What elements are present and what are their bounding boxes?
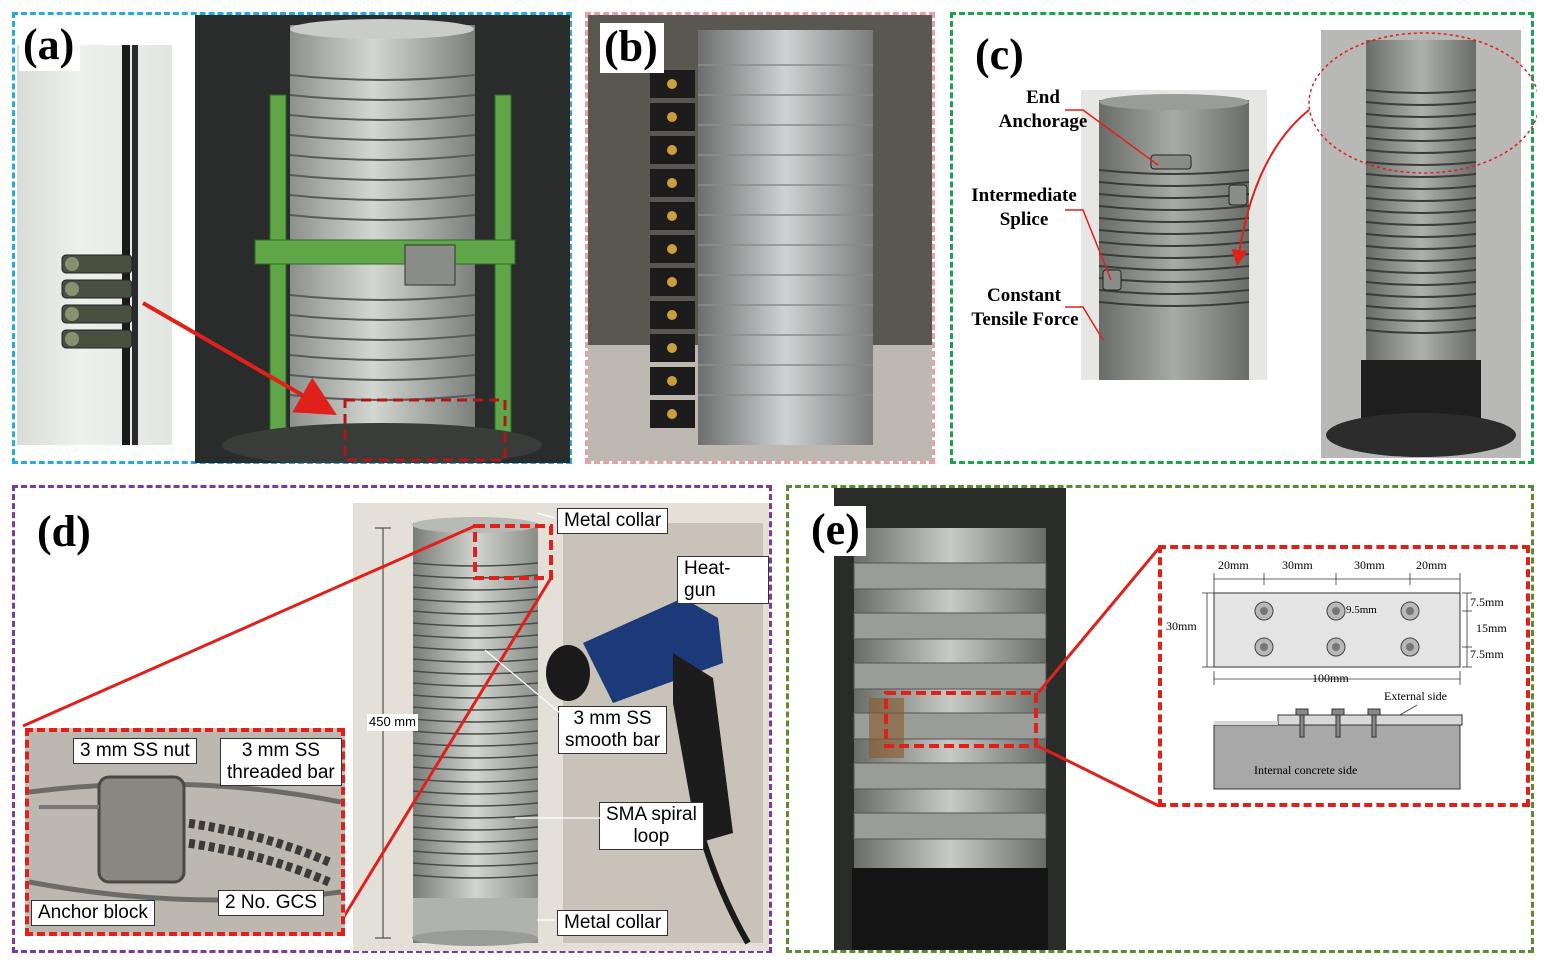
label-tensile-force: Tensile Force xyxy=(971,309,1079,330)
label-constant: Constant xyxy=(987,285,1061,306)
column-drawing xyxy=(195,15,570,463)
callout-threaded-bar: 3 mm SS threaded bar xyxy=(220,738,342,786)
label-e: (e) xyxy=(807,506,866,556)
threaded-line1: 3 mm SS xyxy=(241,740,320,761)
sma-line2: loop xyxy=(633,825,670,847)
dim-7-5-bottom: 7.5mm xyxy=(1470,647,1504,661)
label-splice: Splice xyxy=(999,209,1049,230)
plate-schematic: 20mm 30mm 30mm 20mm 30mm 9.5mm 7.5mm 15m… xyxy=(1158,545,1530,807)
panel-d: (d) xyxy=(12,485,772,953)
dim-15: 15mm xyxy=(1476,621,1507,635)
bolted-column-drawing xyxy=(852,528,1048,950)
callout-metal-collar-top: Metal collar xyxy=(557,508,669,534)
threaded-line2: threaded bar xyxy=(227,761,335,783)
pointer-arrow xyxy=(141,301,337,416)
e-zoom-lines xyxy=(1036,547,1161,808)
column-c-left-drawing xyxy=(1098,94,1250,380)
bolted-column-photo xyxy=(834,488,1066,950)
label-c: (c) xyxy=(975,30,1024,79)
dim-30-left: 30mm xyxy=(1282,558,1313,572)
panel-b: (b) xyxy=(585,12,935,464)
callout-gcs: 2 No. GCS xyxy=(218,890,324,916)
dim-7-5-top: 7.5mm xyxy=(1470,595,1504,609)
c-leader-lines xyxy=(1065,32,1537,341)
steel-band-photo xyxy=(588,15,932,461)
sma-line1: SMA spiral xyxy=(606,804,697,825)
anchor-drawing xyxy=(61,45,138,445)
dim-30-height: 30mm xyxy=(1166,619,1197,633)
dim-9-5: 9.5mm xyxy=(1346,604,1377,616)
callout-sma-loop: SMA spiral loop xyxy=(599,802,704,850)
label-a: (a) xyxy=(19,21,81,71)
label-height: 450 mm xyxy=(367,714,418,731)
smooth-bar-line1: 3 mm SS xyxy=(573,708,652,729)
d-zoom-lines xyxy=(22,512,605,929)
heat-gun-shape xyxy=(546,598,751,945)
panel-c: (c) xyxy=(950,12,1537,464)
label-b: (b) xyxy=(600,23,664,73)
callout-anchor-block: Anchor block xyxy=(31,900,155,926)
label-internal-concrete-side: Internal concrete side xyxy=(1254,763,1358,777)
dim-30-right: 30mm xyxy=(1354,558,1385,572)
smooth-bar-line2: smooth bar xyxy=(565,729,661,751)
dim-20-right: 20mm xyxy=(1416,558,1447,572)
column-c-left-photo xyxy=(1081,90,1267,380)
dim-100: 100mm xyxy=(1312,671,1349,685)
label-end: End xyxy=(1026,87,1060,108)
label-intermediate: Intermediate xyxy=(971,185,1077,206)
label-anchorage: Anchorage xyxy=(998,111,1088,132)
callout-smooth-bar: 3 mm SS smooth bar xyxy=(558,706,668,754)
label-d: (d) xyxy=(37,507,91,556)
callout-metal-collar-bottom: Metal collar xyxy=(557,910,669,936)
column-c-right-photo xyxy=(1321,30,1521,458)
panel-e: (e) xyxy=(786,485,1534,953)
dim-20-left: 20mm xyxy=(1218,558,1249,572)
panel-a: (a) xyxy=(12,12,572,464)
callout-nut: 3 mm SS nut xyxy=(73,738,197,764)
label-external-side: External side xyxy=(1384,689,1447,703)
column-c-right-drawing xyxy=(1326,40,1516,457)
anchor-photo xyxy=(17,45,172,445)
steel-band-drawing xyxy=(588,15,932,461)
plate-schematic-drawing xyxy=(1202,573,1472,790)
callout-heat-gun: Heat-gun xyxy=(677,556,769,604)
column-test-photo xyxy=(195,15,570,463)
